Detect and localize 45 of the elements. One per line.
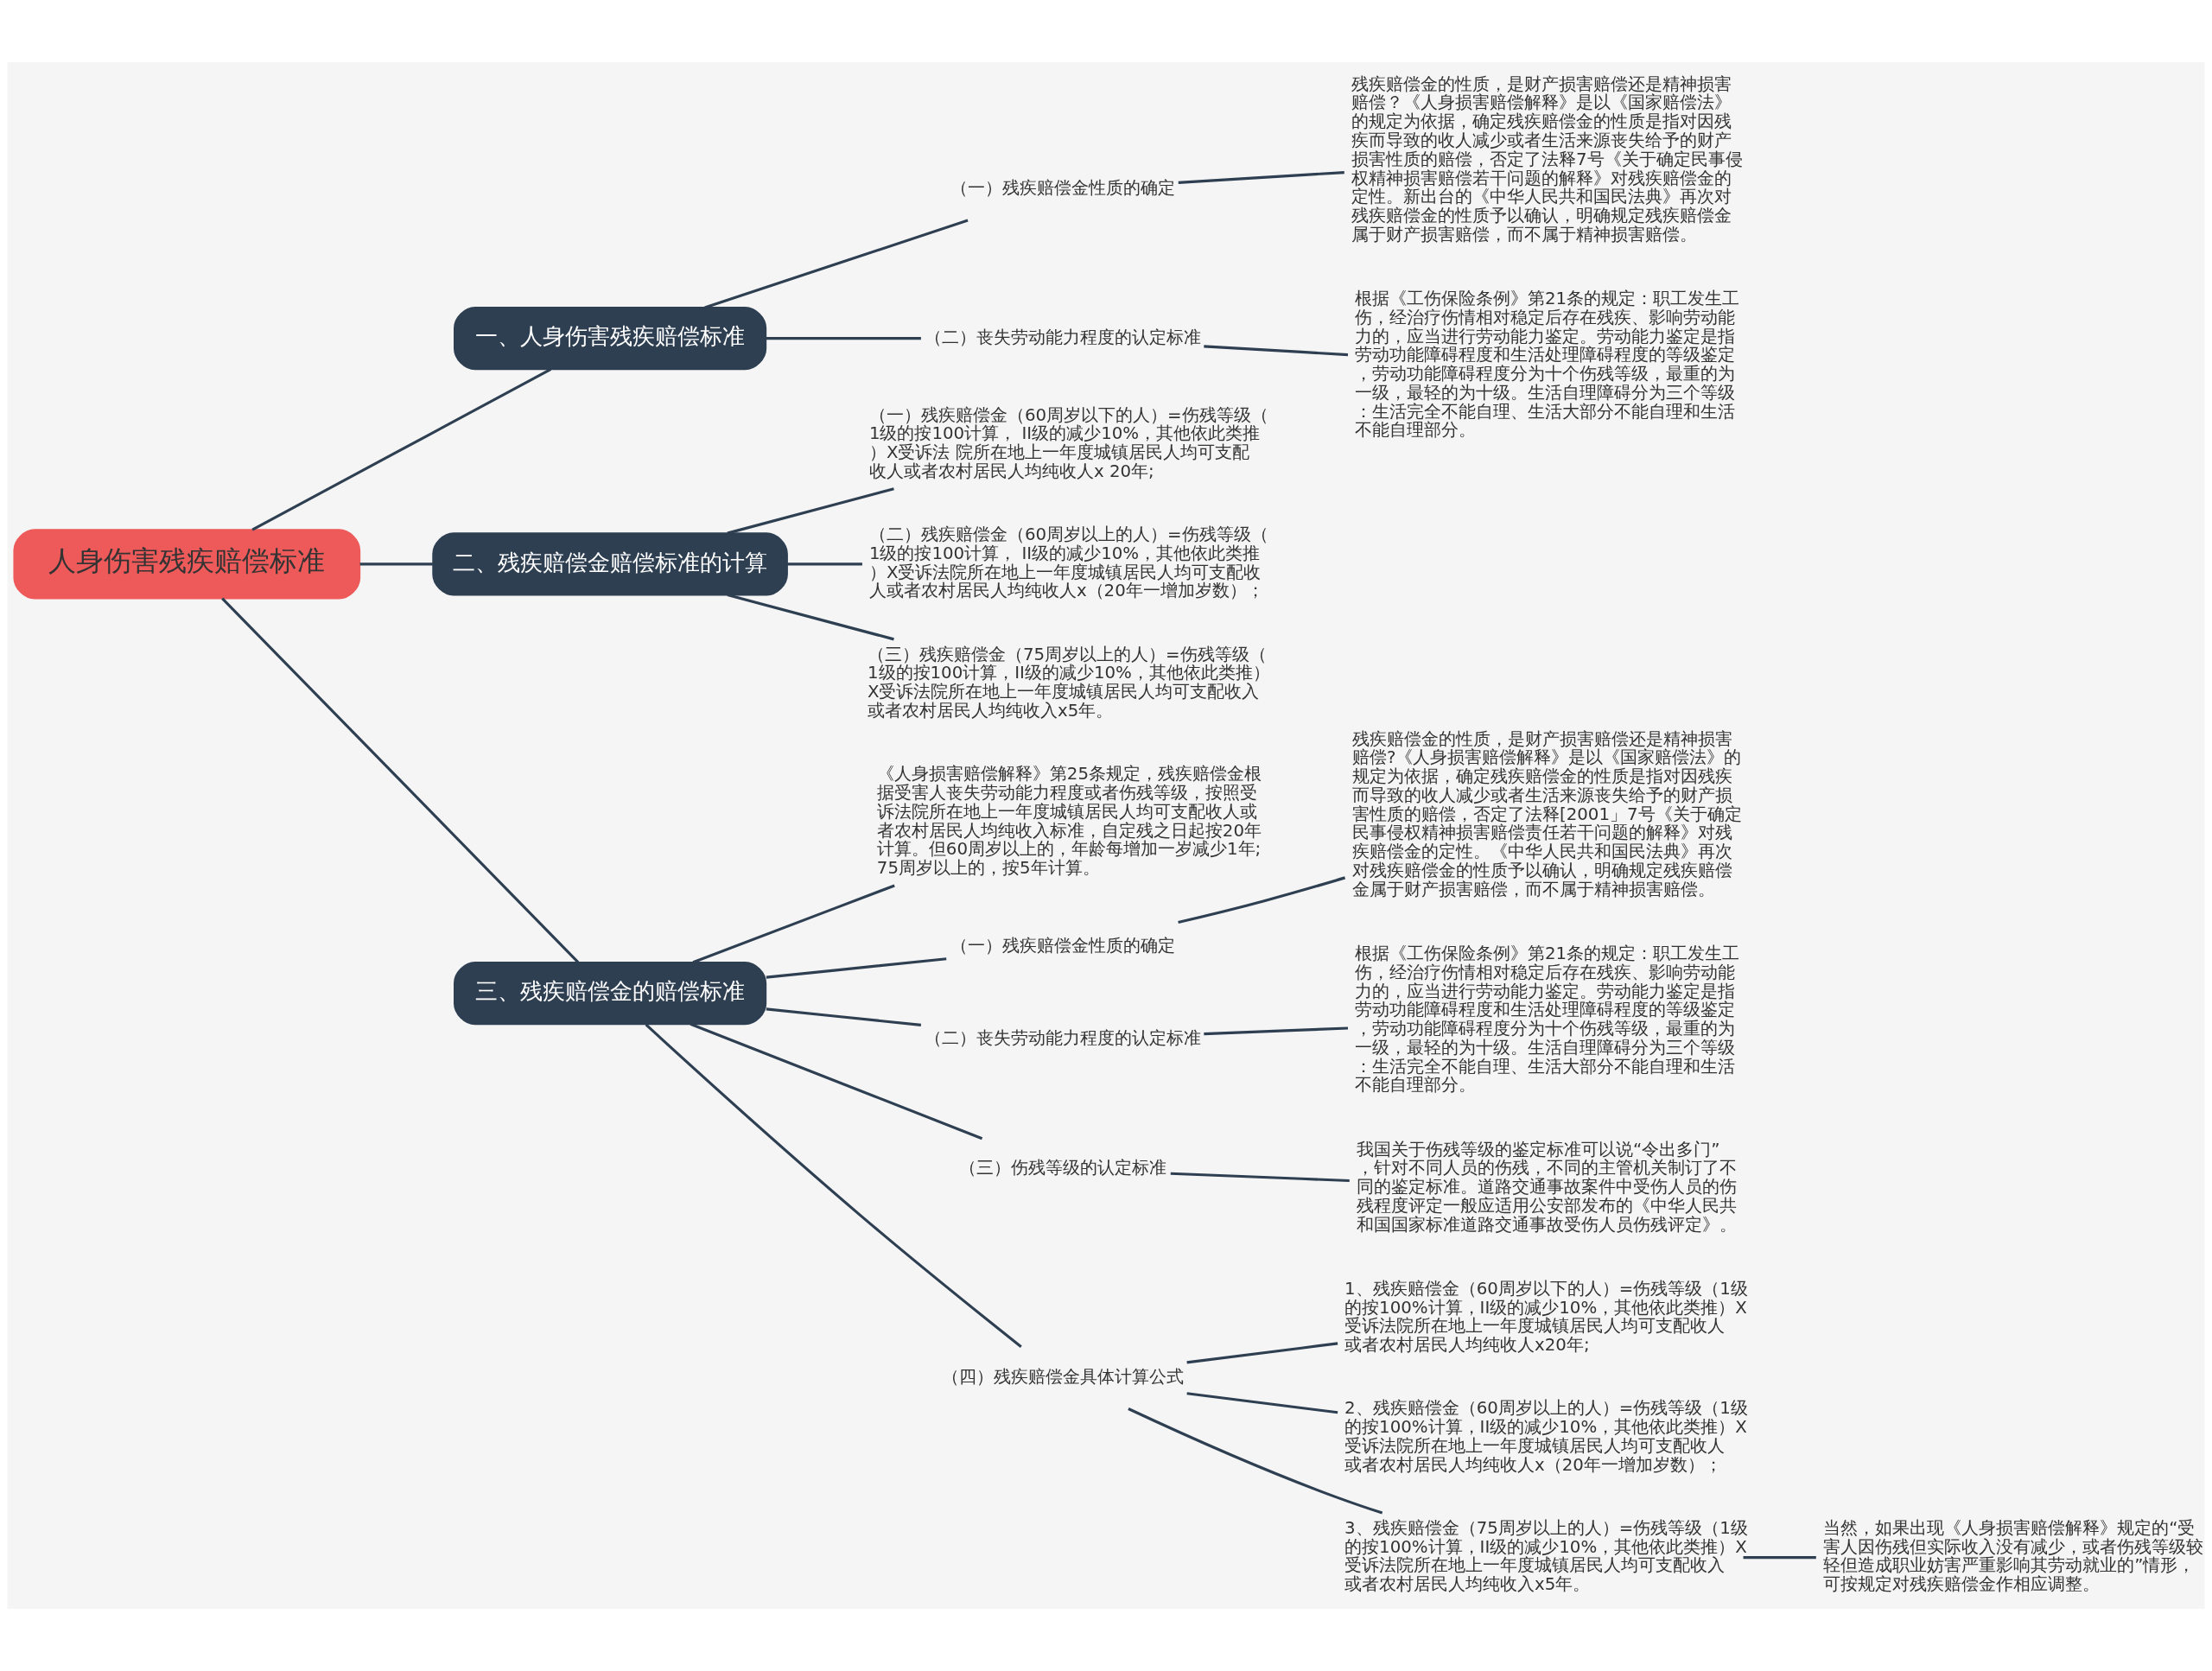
node-text: （二）残疾赔偿金（60周岁以上的人）=伤残等级（1级的按100计算， II级的减少10%，其他依此类推）X受诉法院所在地上一年度城镇居民人均可支配收人或者农村居民人均纯收人x（20年一增加岁数）； [868,524,1268,601]
node-text: （一）残疾赔偿金性质的确定 [950,936,1175,956]
node-text: 根据《工伤保险条例》第21条的规定：职工发生工伤，经治疗伤情相对稳定后存在残疾、影响劳动能力的，应当进行劳动能力鉴定。劳动能力鉴定是指劳动功能障碍程度和生活处理障碍程度的等级鉴定，劳动功能障碍程度分为十个伤残等级，最重的为一级，最轻的为十级。生活自理障碍分为三个等级：生活完全不能自理、生活大部分不能自理和生活不能自理部分。 [1354,943,1740,1096]
connector [1170,1172,1350,1183]
connector [1204,345,1349,357]
node-text: （四）残疾赔偿金具体计算公式 [941,1366,1184,1387]
node-box: 二、残疾赔偿金赔偿标准的计算 [432,532,788,596]
connector [727,594,894,641]
connector [704,219,969,309]
connector [692,884,895,964]
node-text: 3、残疾赔偿金（75周岁以上的人）=伤残等级（1级的按100%计算，II级的减少10%，其他依此类推）X受诉法院所在地上一年度城镇居民人均可支配收入或者农村居民人均纯收入x5年。 [1344,1517,1748,1595]
connector [1204,1026,1349,1036]
node-text: （二）丧失劳动能力程度的认定标准 [924,1027,1201,1048]
node-text: （三）残疾赔偿金（75周岁以上的人）=伤残等级（1级的按100计算，II级的减少10%，其他依此类推）X受诉法院所在地上一年度城镇居民人均可支配收入或者农村居民人均纯收入x5年。 [867,644,1270,721]
connector [766,337,921,340]
connector [359,562,433,566]
node-text: 1、残疾赔偿金（60周岁以下的人）=伤残等级（1级的按100%计算，II级的减少10%，其他依此类推）X受诉法院所在地上一年度城镇居民人均可支配收人或者农村居民人均纯收人x20年; [1344,1278,1748,1356]
connector [645,1023,1022,1348]
node-box: 人身伤害残疾赔偿标准 [13,529,361,600]
connector [251,368,552,531]
connector [1128,1407,1383,1515]
node-text: 根据《工伤保险条例》第21条的规定：职工发生工伤，经治疗伤情相对稳定后存在残疾、影响劳动能力的，应当进行劳动能力鉴定。劳动能力鉴定是指劳动功能障碍程度和生活处理障碍程度的等级鉴定，劳动功能障碍程度分为十个伤残等级，最重的为一级，最轻的为十级。生活自理障碍分为三个等级：生活完全不能自理、生活大部分不能自理和生活不能自理部分。 [1354,289,1740,441]
connector [787,562,862,566]
node-text: 当然，如果出现《人身损害赔偿解释》规定的“受害人因伤残但实际收入没有减少，或者伤残等级较轻但造成职业妨害严重影响其劳动就业的”情形，可按规定对残疾赔偿金作相应调整。 [1823,1517,2204,1595]
node-text: （一）残疾赔偿金性质的确定 [950,178,1175,199]
connector [221,597,580,963]
node-text: 《人身损害赔偿解释》第25条规定，残疾赔偿金根据受害人丧失劳动能力程度或者伤残等级，按照受诉法院所在地上一年度城镇居民人均可支配收人或者农村居民人均纯收入标准，自定残之日起按20年计算。但60周岁以上的，年龄每增加一岁减少1年;75周岁以上的，按5年计算。 [876,764,1262,879]
node-text: 2、残疾赔偿金（60周岁以上的人）=伤残等级（1级的按100%计算，II级的减少10%，其他依此类推）X受诉法院所在地上一年度城镇居民人均可支配收人或者农村居民人均纯收人x（20年一增加岁数）； [1344,1398,1748,1475]
connector [766,957,947,979]
connector [690,1022,983,1140]
node-text: （三）伤残等级的认定标准 [958,1158,1166,1179]
node-box: 一、人身伤害残疾赔偿标准 [454,307,767,371]
node-text: 残疾赔偿金的性质，是财产损害赔偿还是精神损害赔偿?《人身损害赔偿解释》是以《国家赔偿法》的规定为依据，确定残疾赔偿金的性质是指对因残疾而导致的收人减少或者生活来源丧失给予的财产损害性质的赔偿，否定了法释[2001」7号《关于确定民事侵权精神损害赔偿责任若干问题的解释》对残疾赔偿金的定性。《中华人民共和国民法典》再次对残疾赔偿金的性质予以确认，明确规定残疾赔偿金属于财产损害赔偿，而不属于精神损害赔偿。 [1351,728,1742,899]
node-text: 我国关于伤残等级的鉴定标准可以说“令出多门”，针对不同人员的伤残，不同的主管机关制订了不同的鉴定标准。道路交通事故案件中受伤人员的伤残程度评定一般应适用公安部发布的《中华人民共和国国家标准道路交通事故受伤人员伤残评定》。 [1356,1139,1737,1235]
connector [1178,876,1346,924]
node-box: 三、残疾赔偿金的赔偿标准 [454,961,767,1026]
node-text: （一）残疾赔偿金（60周岁以下的人）=伤残等级（1级的按100计算， II级的减少10%，其他依此类推）X受诉法 院所在地上一年度城镇居民人均可支配收人或者农村居民人均纯收人x 20年; [868,404,1268,481]
node-text: 残疾赔偿金的性质，是财产损害赔偿还是精神损害赔偿？《人身损害赔偿解释》是以《国家赔偿法》的规定为依据，确定残疾赔偿金的性质是指对因残疾而导致的收人减少或者生活来源丧失给予的财产损害性质的赔偿，否定了法释7号《关于确定民事侵权精神损害赔偿若干问题的解释》对残疾赔偿金的定性。新出台的《中华人民共和国民法典》再次对残疾赔偿金的性质予以确认，明确规定残疾赔偿金属于财产损害赔偿，而不属于精神损害赔偿。 [1351,73,1743,245]
connector [1186,1342,1338,1364]
connector [1743,1556,1816,1560]
connector [766,1007,922,1026]
connector [1186,1392,1338,1414]
node-text: （二）丧失劳动能力程度的认定标准 [924,327,1201,347]
connector [1178,171,1344,184]
connector [727,487,894,535]
